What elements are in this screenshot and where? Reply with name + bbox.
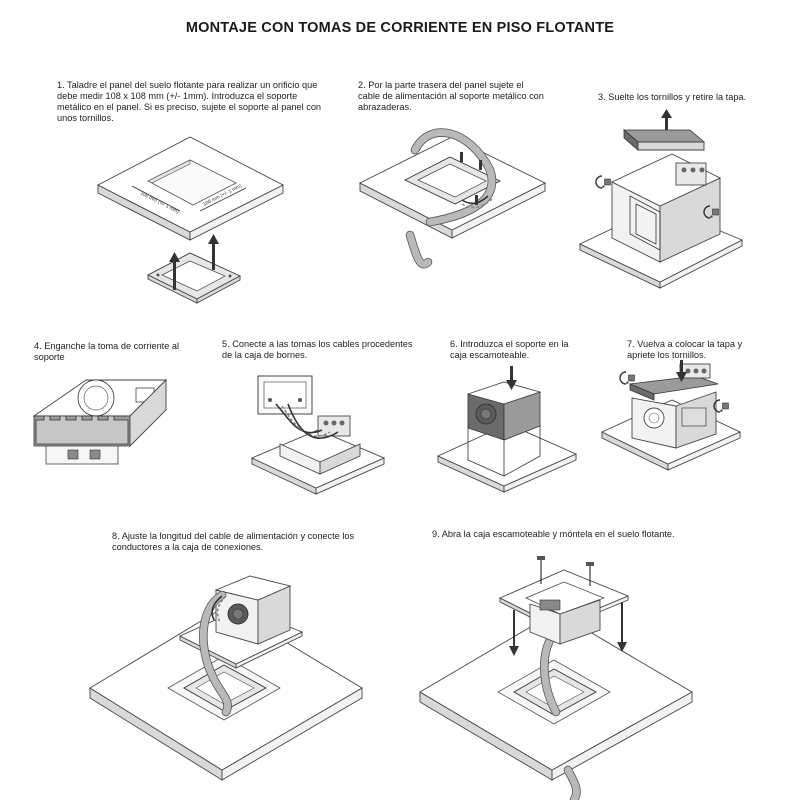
step-2-text: 2. Por la parte trasera del panel sujete… [358, 80, 544, 112]
arrow-down-icon [509, 602, 627, 656]
step-7-text: 7. Vuelva a colocar la tapa y apriete lo… [627, 339, 743, 360]
step-1-text: 1. Taladre el panel del suelo flotante p… [57, 80, 322, 123]
step-5-text: 5. Conecte a las tomas los cables proced… [222, 339, 413, 360]
step-3-text: 3. Suelte los tornillos y retire la tapa… [598, 92, 747, 102]
step-7-illustration [600, 360, 742, 471]
step-6-illustration [436, 366, 578, 493]
screwdriver-rotate-icon [595, 175, 612, 189]
step-8-illustration [89, 575, 363, 781]
step-1-illustration: 108 mm (+/- 1 mm) 108 mm (+/- 1 mm) [97, 136, 284, 304]
screwdriver-rotate-icon [619, 371, 636, 385]
step-2-illustration [359, 128, 547, 269]
step-6-text: 6. Introduzca el soporte en la caja esca… [450, 339, 569, 360]
page-title: MONTAJE CON TOMAS DE CORRIENTE EN PISO F… [185, 20, 615, 36]
step-8-text: 8. Ajuste la longitud del cable de alime… [112, 531, 355, 552]
step-9-illustration [419, 556, 693, 800]
step-4-text: 4. Enganche la toma de corriente al sopo… [34, 341, 180, 362]
step-4-illustration [32, 378, 168, 465]
step-5-illustration [250, 375, 386, 495]
arrow-up-icon [661, 109, 672, 130]
arrow-down-icon [506, 366, 517, 390]
step-3-illustration [578, 109, 744, 289]
step-9-text: 9. Abra la caja escamoteable y móntela e… [432, 529, 675, 539]
arrow-up-icon [169, 234, 219, 290]
arrow-down-icon [676, 360, 687, 382]
